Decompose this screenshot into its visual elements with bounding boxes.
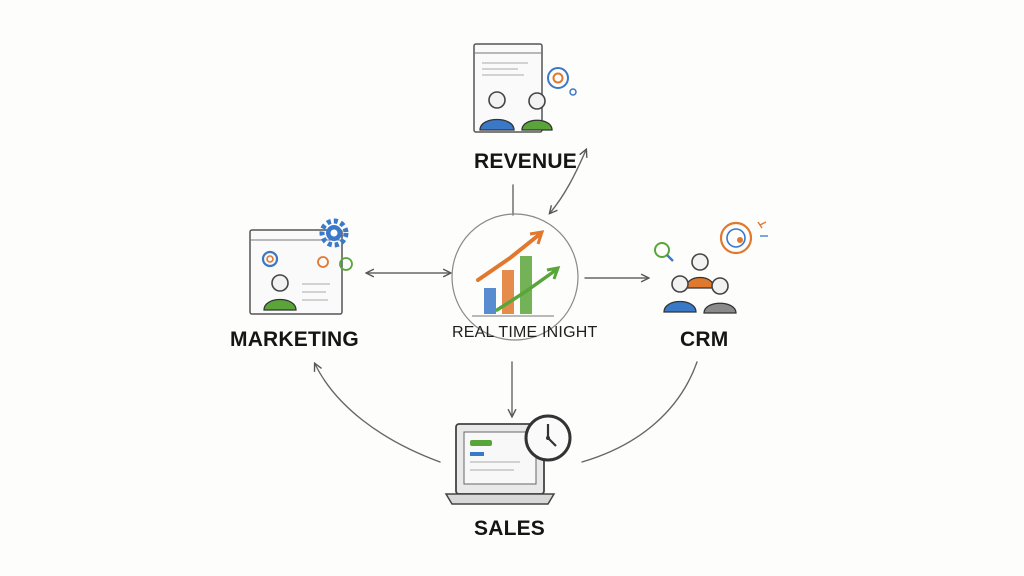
clock-icon bbox=[524, 414, 572, 462]
crm-person-right bbox=[711, 277, 729, 295]
center-bar-3 bbox=[520, 256, 532, 314]
swirl-icon-crm bbox=[719, 221, 768, 255]
node-label-crm: CRM bbox=[680, 328, 729, 351]
revenue-window bbox=[473, 43, 543, 133]
crm-illustration bbox=[654, 221, 768, 314]
green-trend-arrow bbox=[495, 268, 558, 312]
arrow-sales-marketing bbox=[315, 364, 441, 463]
target-icon bbox=[547, 67, 577, 96]
revenue-person-1 bbox=[488, 91, 506, 109]
center-circle bbox=[451, 213, 579, 341]
arrow-revenue-center bbox=[550, 150, 586, 213]
sales-illustration bbox=[444, 414, 572, 505]
center-bar-1 bbox=[484, 288, 496, 314]
connector-crm-sales bbox=[581, 361, 698, 463]
magnifier-icon bbox=[654, 242, 674, 262]
marketing-illustration bbox=[249, 218, 353, 315]
swirl-icon bbox=[261, 250, 279, 268]
marketing-window bbox=[249, 229, 343, 315]
center-illustration bbox=[451, 213, 579, 341]
revenue-illustration bbox=[473, 43, 577, 133]
connectors bbox=[315, 150, 698, 463]
marketing-person bbox=[271, 274, 289, 292]
node-label-marketing: MARKETING bbox=[230, 328, 359, 351]
node-label-revenue: REVENUE bbox=[474, 150, 577, 173]
revenue-person-2 bbox=[528, 92, 546, 110]
crm-person-top bbox=[691, 253, 709, 271]
gear-icon bbox=[319, 218, 349, 248]
center-label: REAL TIME INIGHT bbox=[452, 324, 598, 341]
node-label-sales: SALES bbox=[474, 517, 546, 540]
crm-person-left bbox=[671, 275, 689, 293]
orange-trend-arrow bbox=[476, 232, 542, 282]
